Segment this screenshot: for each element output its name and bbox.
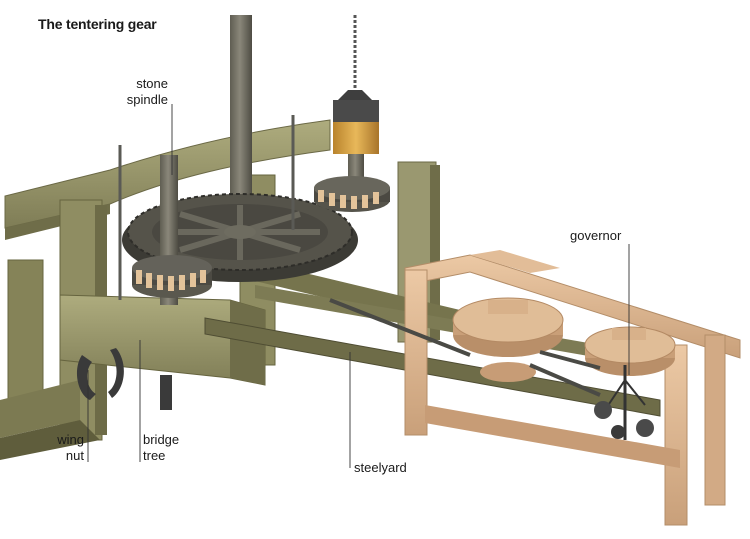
label-line: stone (136, 76, 168, 91)
governor-frame (404, 250, 741, 526)
label-line: wing (57, 432, 84, 447)
pulley-small (584, 326, 676, 376)
threaded-rods (118, 115, 295, 300)
governor-balls (594, 365, 654, 440)
label-line: tree (143, 448, 166, 463)
label-bridge-tree: bridge tree (143, 432, 179, 464)
label-stone-spindle: stone spindle (120, 76, 168, 108)
label-line: nut (65, 448, 84, 463)
wing-nut (76, 348, 172, 410)
label-wing-nut: wing nut (44, 432, 84, 464)
leader-lines (87, 104, 630, 468)
stone-nut (132, 155, 212, 305)
upper-pinion (314, 15, 390, 212)
label-governor: governor (570, 228, 622, 243)
drive-belts (329, 298, 601, 397)
diagram-title: The tentering gear (38, 16, 157, 32)
pulley-large (452, 297, 564, 382)
main-shaft (230, 15, 252, 215)
label-line: bridge (143, 432, 180, 447)
label-steelyard: steelyard (354, 460, 407, 475)
label-line: spindle (126, 92, 168, 107)
